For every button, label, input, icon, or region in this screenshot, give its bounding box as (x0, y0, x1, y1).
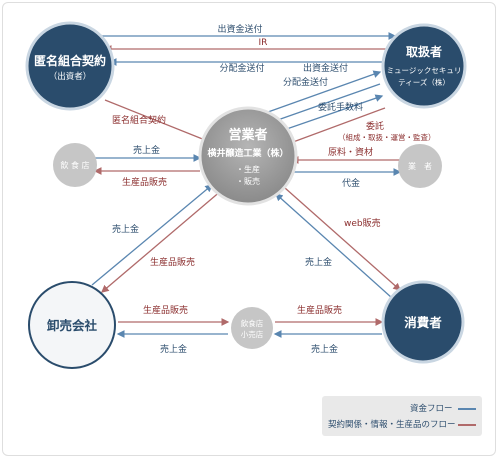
node-investor-title: 匿名組合契約 (34, 53, 106, 68)
label-top1: 出資金送付 (217, 23, 262, 35)
label-whole-sale: 生産品販売 (150, 256, 195, 268)
line-cons-money (275, 193, 393, 299)
label-rest-sale: 生産品販売 (122, 176, 167, 188)
label-contract: 匿名組合契約 (112, 114, 166, 126)
label-commission: 委託手数料 (318, 101, 363, 113)
label-materials: 原料・資材 (328, 146, 373, 158)
line-op-handler-3 (277, 94, 384, 133)
legend-money-label: 資金フロー (410, 404, 453, 414)
line-op-handler-4 (283, 107, 386, 147)
node-operator (198, 106, 298, 206)
node-wholesaler-title: 卸売会社 (47, 318, 98, 333)
label-web: web販売 (344, 217, 381, 229)
node-investor (25, 21, 115, 111)
label-cons-money: 売上金 (305, 256, 332, 268)
node-restaurant-title: 飲 食 店 (60, 160, 89, 170)
label-bottom-sale-right: 生産品販売 (297, 304, 342, 316)
node-operator-title: 営業者 (228, 127, 267, 143)
label-whole-money: 売上金 (112, 223, 139, 235)
node-consumer (381, 280, 465, 364)
node-consumer-title: 消費者 (404, 315, 442, 330)
line-whole-sale (101, 189, 223, 293)
line-cons-web (284, 187, 401, 291)
node-retail-line2: 小売店 (241, 329, 264, 339)
label-consign: 委託 (366, 120, 384, 132)
node-vendor (398, 144, 442, 188)
label-op-handler1: 出資金送付 (303, 62, 348, 74)
node-operator-bullet2: ・販売 (236, 176, 260, 186)
label-op-handler2: 分配金送付 (283, 76, 328, 88)
label-payment: 代金 (342, 177, 360, 189)
line-op-handler-1 (267, 70, 382, 113)
label-bottom-money-left: 売上金 (160, 343, 187, 355)
legend-info-label: 契約関係・情報・生産品のフロー (328, 420, 456, 430)
node-retail (231, 307, 273, 349)
node-wholesaler (28, 281, 116, 369)
node-operator-bullet1: ・生産 (236, 164, 260, 174)
legend: 資金フロー 契約関係・情報・生産品のフロー (322, 396, 482, 436)
node-retail-line1: 飲食店 (241, 318, 264, 328)
legend-info-line (458, 424, 476, 426)
label-consign-sub: （組成・取扱・運営・監査） (338, 132, 436, 142)
node-handler-sub2: ティーズ（株） (398, 77, 450, 87)
label-rest-money: 売上金 (133, 144, 160, 156)
node-investor-sub: （出資者） (49, 71, 92, 82)
label-bottom-money-right: 売上金 (311, 343, 338, 355)
node-handler-sub1: ミュージックセキュリ (387, 66, 462, 75)
label-bottom-sale-left: 生産品販売 (143, 304, 188, 316)
line-contract (104, 99, 206, 141)
legend-money-line (458, 408, 476, 410)
node-restaurant (53, 143, 97, 187)
line-op-handler-2 (270, 83, 381, 124)
line-whole-money (91, 184, 213, 286)
node-handler (381, 23, 467, 109)
label-top3: 分配金送付 (219, 62, 264, 74)
node-operator-sub: 横井醸造工業（株） (207, 147, 288, 159)
node-handler-title: 取扱者 (406, 44, 442, 59)
label-top2: IR (259, 38, 268, 48)
node-vendor-title: 業 者 (408, 161, 432, 171)
